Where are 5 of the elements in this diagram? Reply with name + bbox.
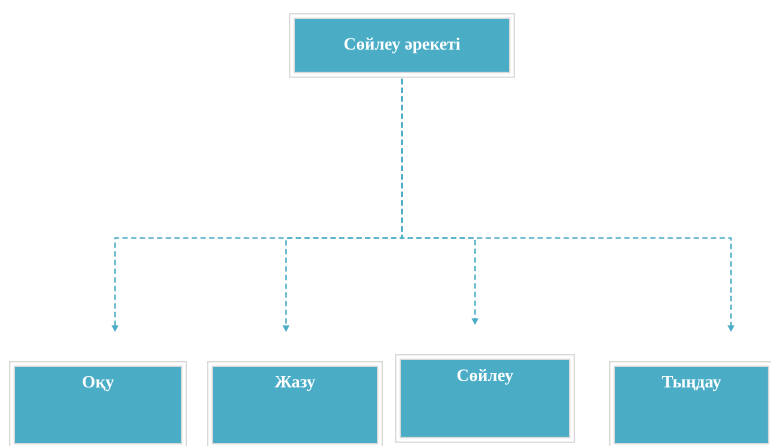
process-box: Сөйлеу: [395, 354, 575, 443]
process-box: Оқу: [9, 361, 187, 446]
process-box: Сөйлеу әрекеті: [289, 13, 515, 78]
process-box: Жазу: [207, 361, 383, 446]
process-box: Тыңдау: [609, 361, 771, 446]
